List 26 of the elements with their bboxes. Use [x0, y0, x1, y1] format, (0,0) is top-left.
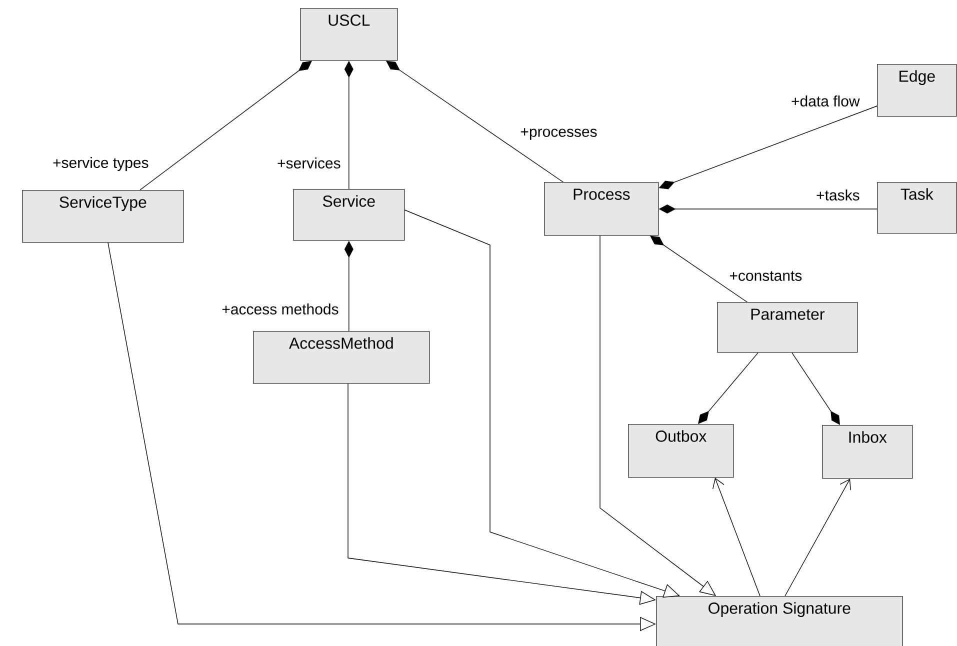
connector: [650, 236, 748, 302]
connector: [784, 478, 851, 596]
edge-label: +access methods: [220, 302, 340, 316]
class-box: Task: [877, 182, 957, 234]
connector: [600, 235, 716, 596]
class-box: AccessMethod: [253, 331, 430, 384]
class-box: Edge: [877, 64, 957, 117]
edge-label: +constants: [728, 270, 804, 282]
class-box: Parameter: [717, 302, 858, 353]
edge-label: +data flow: [790, 94, 861, 108]
connector: [404, 210, 680, 598]
edge-label: +service types: [52, 156, 150, 172]
edge-label: +services: [276, 156, 342, 170]
connector: [386, 60, 564, 182]
class-box: Operation Signature: [656, 596, 903, 646]
class-box: Inbox: [822, 425, 913, 479]
edge-label: +tasks: [815, 188, 861, 202]
class-box: Process: [544, 182, 659, 236]
class-box: Service: [293, 189, 405, 241]
class-box: ServiceType: [22, 190, 184, 243]
edge-label: +processes: [519, 127, 598, 141]
connector: [712, 478, 760, 596]
class-box: Outbox: [628, 424, 734, 478]
connector: [698, 352, 758, 424]
connector: [140, 60, 312, 190]
class-box: USCL: [300, 8, 398, 61]
